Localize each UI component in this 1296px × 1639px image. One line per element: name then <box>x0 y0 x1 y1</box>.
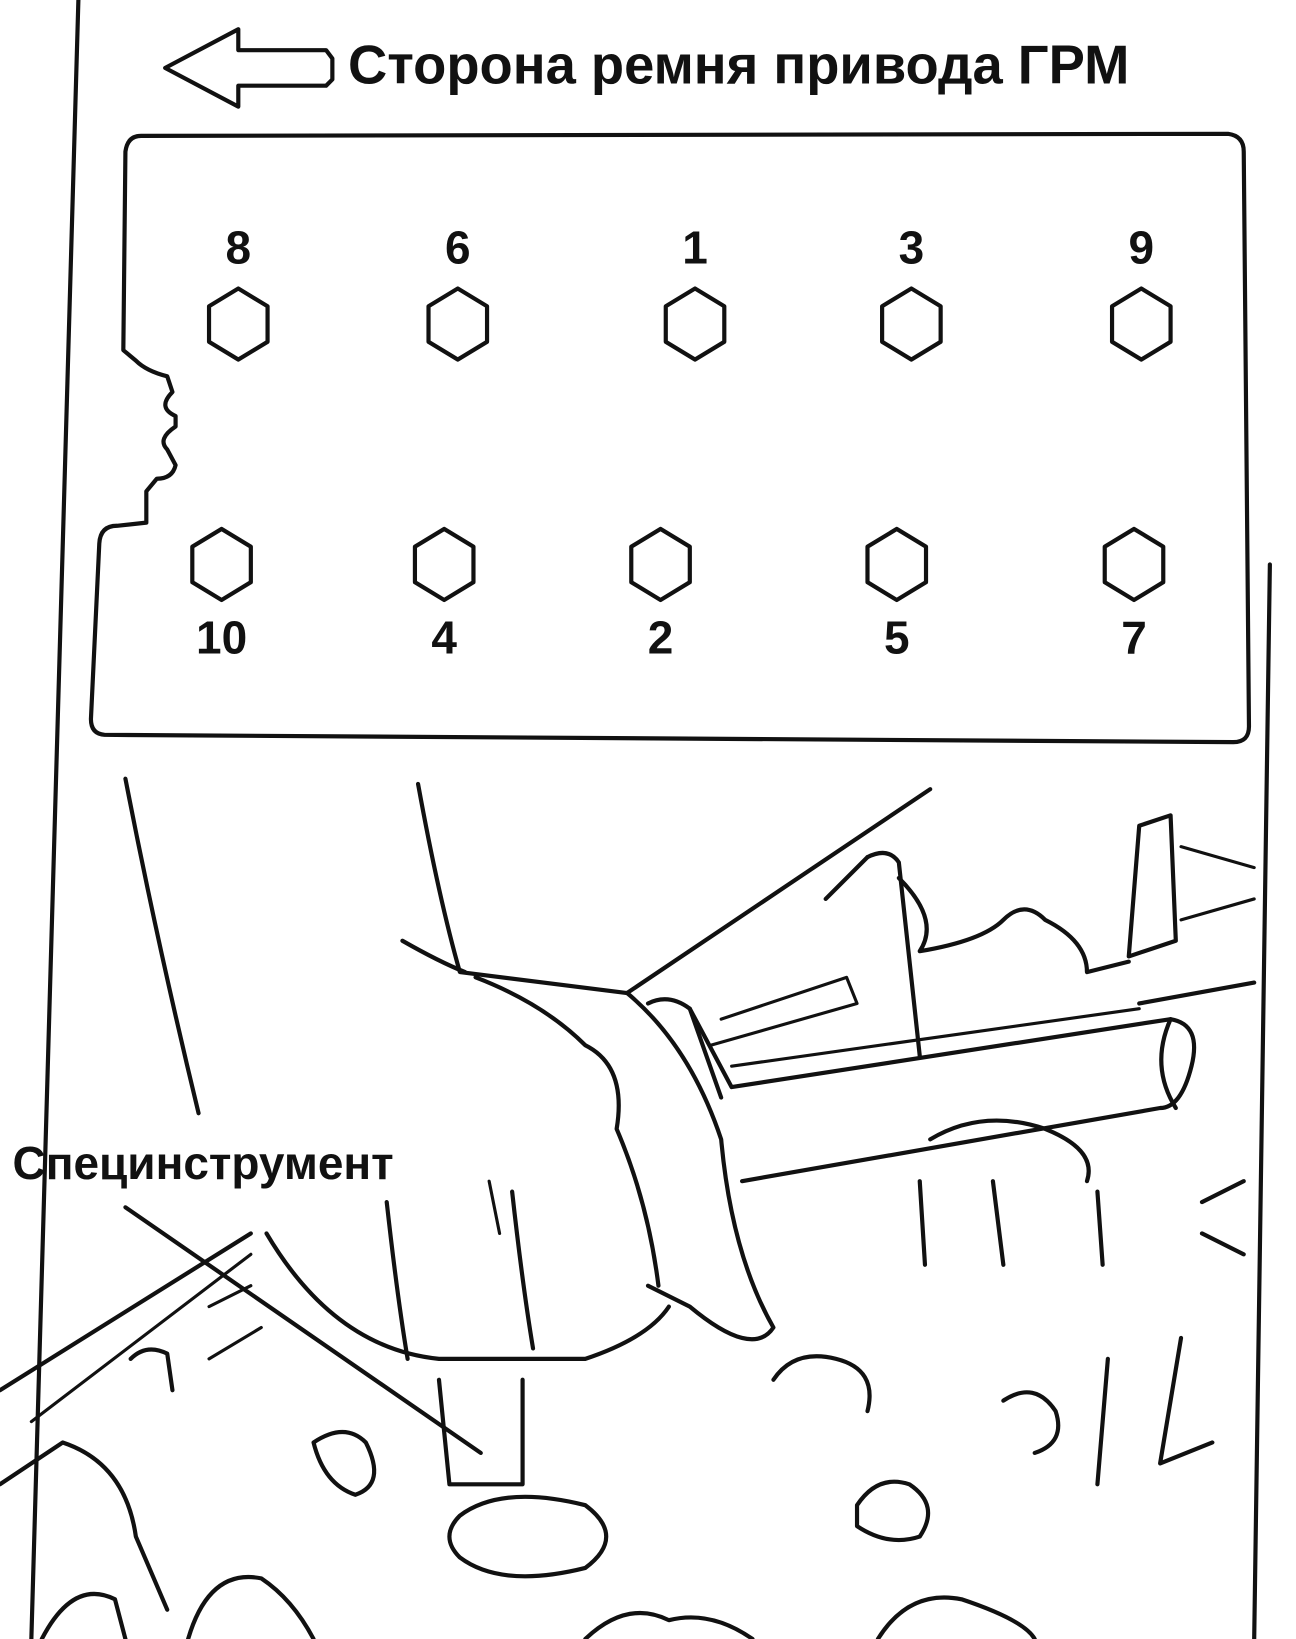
tool-and-hand-illustration <box>0 776 1257 1639</box>
bolt-hex-icon <box>880 286 943 362</box>
bolt-pattern: 8 6 1 3 9 10 4 2 5 7 <box>190 221 1173 663</box>
bolt-hex-icon <box>426 286 490 362</box>
right-border-line <box>1252 562 1272 1639</box>
bolt-sequence-number: 9 <box>1129 221 1155 273</box>
bolt-sequence-number: 4 <box>431 611 457 663</box>
bolt-hex-icon <box>190 526 253 603</box>
direction-label: Сторона ремня привода ГРМ <box>348 35 1129 96</box>
bolt-hex-icon <box>663 286 727 362</box>
tool-label: Специнструмент <box>13 1137 394 1189</box>
bolt-sequence-number: 8 <box>226 221 252 273</box>
bolt-hex-icon <box>1102 526 1166 603</box>
bolt-hex-icon <box>1109 286 1173 362</box>
bolt-sequence-number: 3 <box>899 221 925 273</box>
tool-leader-line <box>487 1179 502 1235</box>
bolt-sequence-number: 2 <box>648 611 674 663</box>
bolt-sequence-number: 6 <box>445 221 471 273</box>
bolt-sequence-number: 1 <box>682 221 708 273</box>
bolt-hex-icon <box>865 526 929 603</box>
bolt-sequence-number: 10 <box>196 611 247 663</box>
bolt-hex-icon <box>629 526 692 603</box>
left-border-line <box>29 0 81 1639</box>
bolt-hex-icon <box>206 286 270 362</box>
arrow-left-outline-icon <box>163 27 335 109</box>
bolt-sequence-number: 7 <box>1121 611 1147 663</box>
bolt-hex-icon <box>412 526 476 603</box>
bolt-sequence-number: 5 <box>884 611 910 663</box>
cylinder-head-outline <box>88 131 1252 745</box>
